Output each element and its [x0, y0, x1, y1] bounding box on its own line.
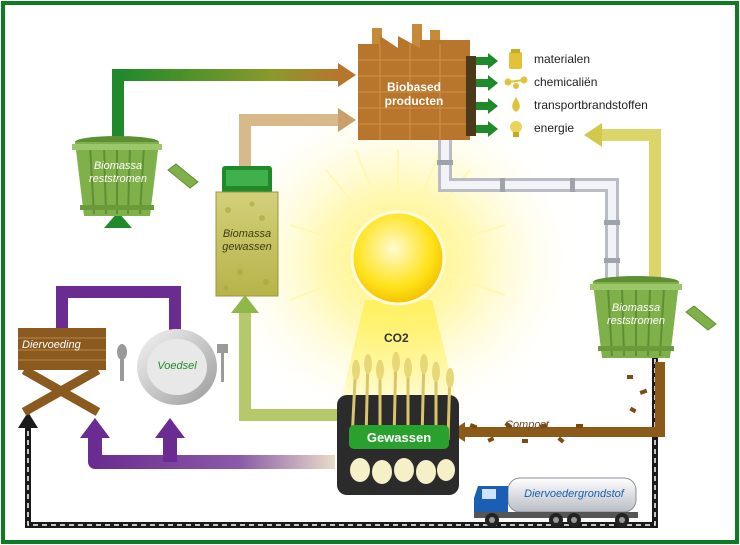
- truck-route-dash: [27, 350, 656, 526]
- output-energie: energie: [534, 121, 575, 135]
- factory-label-line2: producten: [384, 94, 444, 108]
- compost-particles: [469, 375, 648, 444]
- molecule-icon: [504, 76, 528, 89]
- arrowhead-factory-top: [338, 63, 356, 87]
- truck-label: Diervoedergrondstof: [524, 488, 624, 500]
- truck: [474, 477, 638, 527]
- biomass-crops-bin: [215, 166, 279, 297]
- bin-right-label: Biomassa reststromen: [600, 302, 672, 328]
- output-chemicalien: chemicaliën: [534, 75, 598, 89]
- green-arrowhead-bin: [104, 212, 132, 228]
- biomass-bin-left: [72, 136, 162, 216]
- fuel-drop-icon: [512, 97, 520, 112]
- output-transportbrandstoffen: transportbrandstoffen: [534, 98, 648, 112]
- purple-arrowhead-feed: [80, 418, 110, 438]
- arrowhead-factory-mid: [338, 108, 356, 132]
- container-icon: [509, 49, 522, 69]
- crops-bin-label-line2: gewassen: [222, 241, 272, 253]
- co2-label: CO2: [384, 331, 409, 345]
- green-flow-to-crops: [239, 310, 338, 421]
- factory: [358, 24, 476, 140]
- bin-right-label-line1: Biomassa: [611, 302, 661, 314]
- purple-arrowhead-food: [155, 418, 185, 438]
- sun-beam: [340, 300, 458, 405]
- light-bulb-icon: [510, 121, 522, 137]
- yellow-arrowhead: [584, 123, 602, 147]
- bin-left-label-line2: reststromen: [88, 173, 148, 185]
- compost-flow: [462, 362, 665, 437]
- green-arrowhead-crops: [231, 295, 259, 313]
- bin-left-label-line1: Biomassa: [93, 160, 143, 172]
- feed-trough: [18, 328, 106, 416]
- crop-field: [337, 351, 459, 495]
- tan-flow-to-factory: [239, 114, 340, 168]
- sun: [350, 210, 446, 306]
- yellow-flow-to-energie: [600, 129, 661, 280]
- output-arrows: [476, 53, 498, 137]
- factory-label-line1: Biobased: [386, 80, 441, 94]
- food-plate: [117, 329, 228, 405]
- purple-flow-to-feed: [88, 435, 335, 469]
- biomass-bin-right: [590, 276, 682, 358]
- crops-bin-label: Biomassa gewassen: [217, 228, 277, 254]
- crops-bin-label-line1: Biomassa: [222, 228, 272, 240]
- field-label: Gewassen: [366, 430, 432, 445]
- bin-right-label-line2: reststromen: [606, 315, 666, 327]
- truck-route-arrowhead: [18, 412, 38, 428]
- feed-label: Diervoeding: [22, 339, 81, 351]
- output-materialen: materialen: [534, 52, 591, 66]
- green-flow-to-factory: [112, 69, 340, 140]
- factory-label: Biobased producten: [366, 80, 462, 108]
- food-label: Voedsel: [157, 360, 197, 372]
- bin-lid-right: [685, 305, 717, 331]
- bin-lid-left: [167, 163, 199, 189]
- pipe-joints: [437, 160, 620, 263]
- bin-left-label: Biomassa reststromen: [82, 160, 154, 186]
- compost-label: Compost: [505, 419, 550, 431]
